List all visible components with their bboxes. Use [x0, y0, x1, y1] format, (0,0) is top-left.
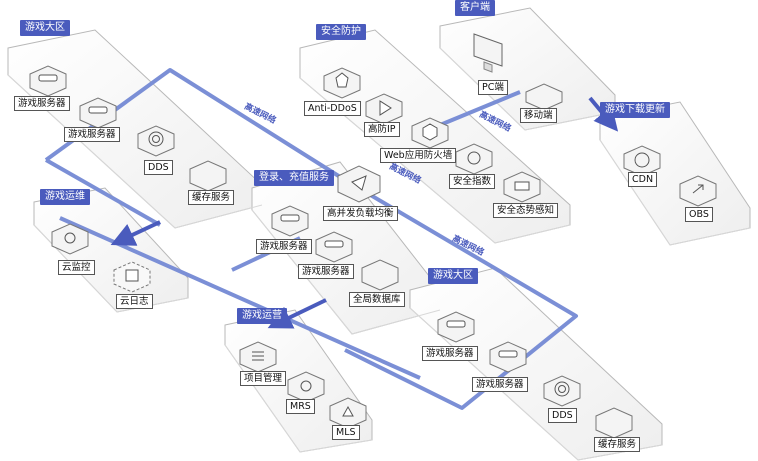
label-obs: OBS [685, 207, 713, 222]
label-game-server-3: 游戏服务器 [422, 346, 478, 361]
server-icon [434, 306, 478, 346]
cdn-icon [620, 140, 664, 180]
network-line-main [44, 68, 578, 410]
radar-icon [500, 166, 544, 206]
network-line-security [439, 90, 521, 127]
label-cloud-log: 云日志 [116, 294, 153, 309]
server-icon [26, 60, 70, 100]
global-database-icon [358, 254, 402, 294]
server-icon [268, 200, 312, 240]
label-login-server-2: 游戏服务器 [298, 264, 354, 279]
zone-login: 登录、充值服务 [254, 170, 334, 186]
label-cache-1: 缓存服务 [188, 190, 235, 205]
gauge-icon [452, 138, 496, 178]
label-situation-awareness: 安全态势感知 [493, 203, 559, 218]
label-cache-2: 缓存服务 [594, 437, 641, 452]
label-login-server-1: 游戏服务器 [256, 239, 312, 254]
monitor-gauge-icon [48, 218, 92, 258]
label-mls: MLS [332, 425, 360, 440]
zone-client: 客户端 [455, 0, 495, 16]
cache-icon [186, 155, 230, 195]
label-pc: PC端 [478, 80, 508, 95]
label-high-ip: 高防IP [364, 122, 400, 137]
zone-game-area-1: 游戏大区 [20, 20, 70, 36]
zone-operations: 游戏运营 [237, 308, 287, 324]
firewall-icon [408, 112, 452, 152]
zone-download: 游戏下载更新 [600, 102, 670, 118]
network-line-left [45, 158, 161, 227]
label-project-mgmt: 项目管理 [240, 371, 287, 386]
label-global-db: 全局数据库 [349, 292, 405, 307]
server-icon [312, 226, 356, 266]
database-icon [134, 120, 178, 160]
label-anti-ddos: Anti-DDoS [304, 101, 361, 116]
label-cloud-monitor: 云监控 [58, 260, 95, 275]
mrs-icon [284, 366, 328, 406]
arrow-to-ops [110, 220, 161, 246]
label-dds-2: DDS [548, 408, 577, 423]
server-icon [486, 336, 530, 376]
storage-icon [676, 170, 720, 210]
database-icon [540, 370, 584, 410]
label-mrs: MRS [286, 399, 315, 414]
log-icon [110, 256, 154, 296]
label-security-index: 安全指数 [449, 174, 496, 189]
label-mobile: 移动端 [520, 108, 557, 123]
label-dds-1: DDS [144, 160, 173, 175]
shield-icon [320, 62, 364, 102]
label-game-server-2: 游戏服务器 [64, 127, 120, 142]
label-elb: 高并发负载均衡 [323, 206, 398, 221]
label-game-server-1: 游戏服务器 [14, 96, 70, 111]
server-icon [76, 92, 120, 132]
zone-game-area-2: 游戏大区 [428, 268, 478, 284]
mobile-icon [522, 78, 566, 118]
project-icon [236, 336, 280, 376]
load-balancer-icon [334, 160, 384, 206]
zone-security: 安全防护 [316, 24, 366, 40]
label-cdn: CDN [628, 172, 658, 187]
cache-icon [592, 402, 636, 442]
monitor-icon [470, 32, 510, 78]
play-icon [362, 88, 406, 128]
label-waf: Web应用防火墙 [380, 148, 457, 163]
mls-icon [326, 392, 370, 432]
label-game-server-4: 游戏服务器 [472, 377, 528, 392]
zone-ops: 游戏运维 [40, 189, 90, 205]
